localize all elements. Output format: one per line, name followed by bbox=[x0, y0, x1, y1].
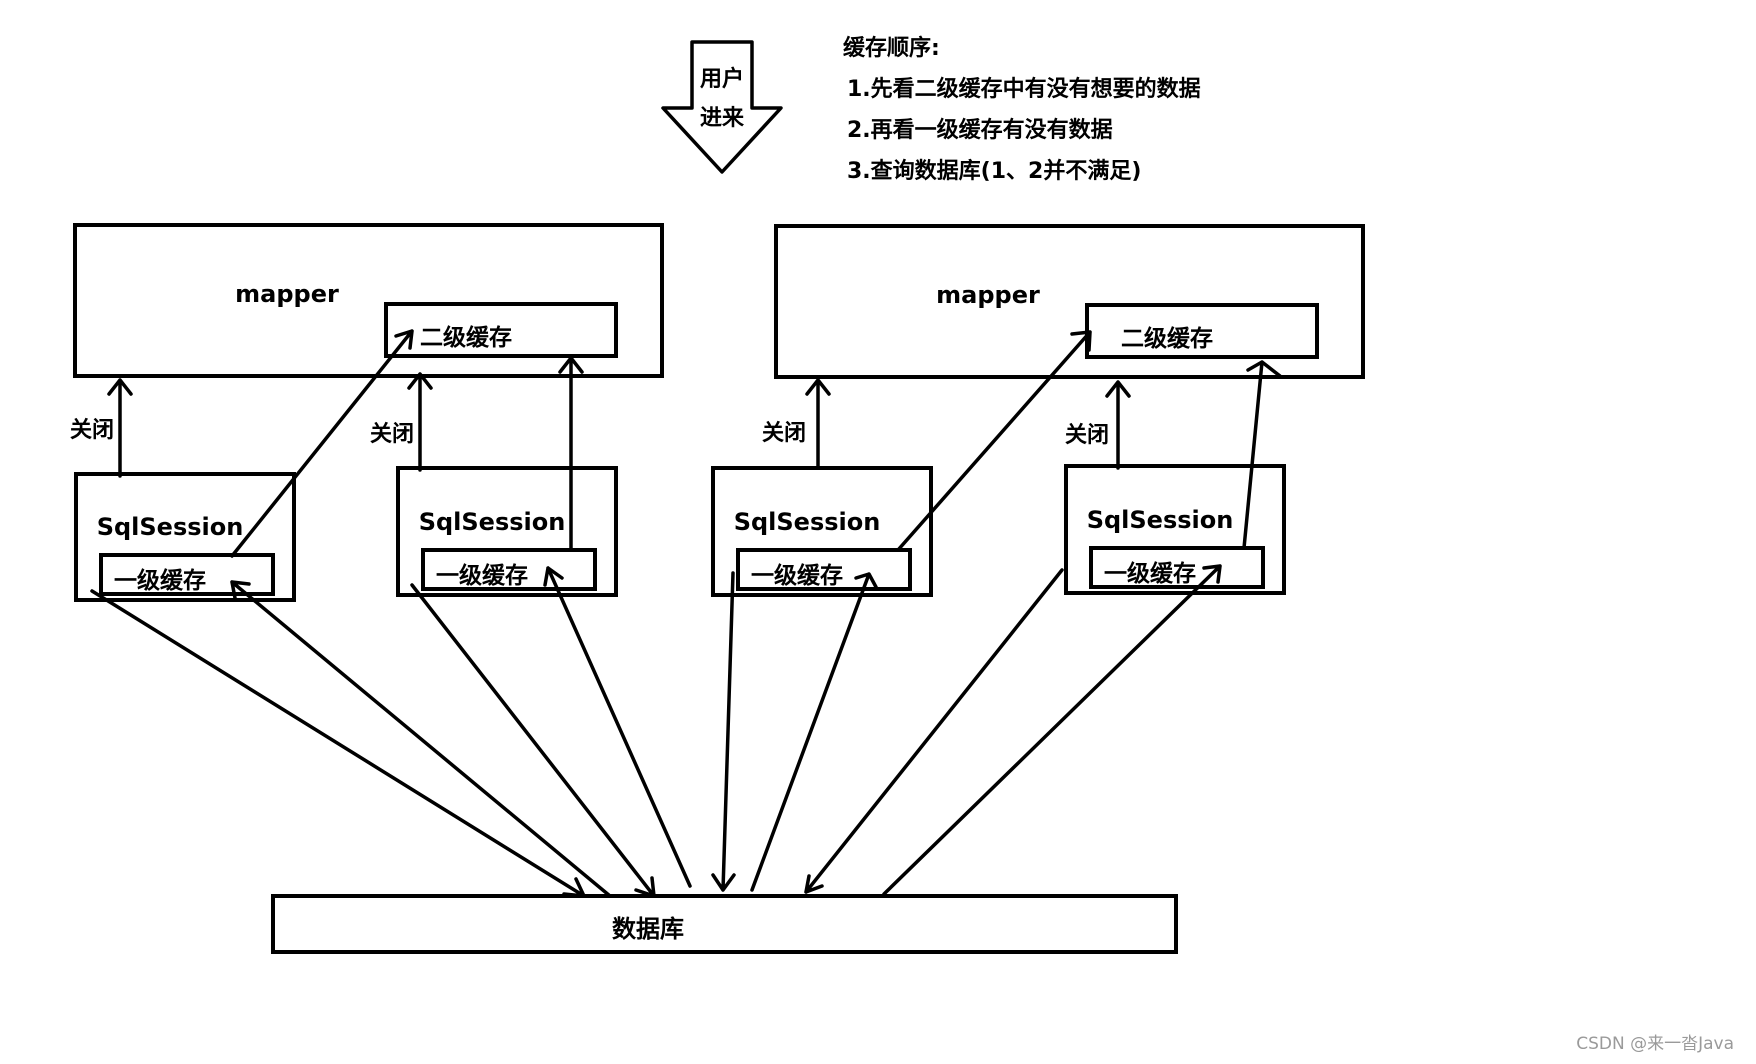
sqlsession-box-2: SqlSession 一级缓存 bbox=[396, 466, 618, 597]
second-level-cache-box-1 bbox=[384, 302, 618, 358]
database-arrows bbox=[90, 564, 1222, 898]
first-level-cache-box-2 bbox=[421, 548, 597, 591]
promote-arrow-1 bbox=[230, 329, 414, 558]
first-level-cache-label-4: 一级缓存 bbox=[1104, 560, 1196, 587]
sqlsession-box-1: SqlSession 一级缓存 bbox=[74, 472, 296, 602]
second-level-cache-label-1: 二级缓存 bbox=[420, 324, 512, 351]
cache-promotion-arrows bbox=[230, 329, 1282, 558]
mapper-box-1-frame bbox=[73, 223, 664, 378]
first-level-cache-label-3: 一级缓存 bbox=[751, 562, 843, 589]
sqlsession-box-4-frame bbox=[1064, 464, 1286, 595]
promote-arrow-3 bbox=[896, 330, 1092, 552]
mapper-box-1: mapper 二级缓存 bbox=[73, 223, 664, 378]
sqlsession-box-3: SqlSession 一级缓存 bbox=[711, 466, 933, 597]
first-level-cache-label-1: 一级缓存 bbox=[114, 567, 206, 594]
close-arrow-1 bbox=[107, 378, 133, 478]
result-arrow-1 bbox=[230, 580, 612, 898]
mapper-label-1: mapper bbox=[235, 280, 339, 308]
sqlsession-label-1: SqlSession bbox=[97, 513, 244, 541]
cache-order-notes: 缓存顺序: 1.先看二级缓存中有没有想要的数据 2.再看一级缓存有没有数据 3.… bbox=[843, 28, 1363, 192]
sqlsession-label-4: SqlSession bbox=[1087, 506, 1234, 534]
result-arrow-3 bbox=[750, 572, 878, 892]
first-level-cache-label-2: 一级缓存 bbox=[436, 562, 528, 589]
cache-order-step-2: 2.再看一级缓存有没有数据 bbox=[847, 118, 1113, 143]
close-label-2: 关闭 bbox=[370, 422, 414, 447]
result-arrow-4 bbox=[882, 564, 1222, 896]
promote-arrow-4 bbox=[1242, 360, 1282, 550]
sqlsession-label-2: SqlSession bbox=[419, 508, 566, 536]
database-box: 数据库 bbox=[271, 894, 1178, 954]
database-label: 数据库 bbox=[612, 915, 684, 943]
first-level-cache-box-3 bbox=[736, 548, 912, 591]
user-entry-label-line1: 用户 bbox=[700, 66, 744, 92]
user-entry-label-line2: 进来 bbox=[700, 106, 745, 131]
mapper-label-2: mapper bbox=[936, 281, 1040, 309]
query-arrow-3 bbox=[711, 571, 736, 892]
mapper-box-2-frame bbox=[774, 224, 1365, 379]
sqlsession-box-4: SqlSession 一级缓存 bbox=[1064, 464, 1286, 595]
close-arrow-4 bbox=[1105, 380, 1131, 470]
sqlsession-label-3: SqlSession bbox=[734, 508, 881, 536]
database-box-frame bbox=[271, 894, 1178, 954]
close-label-3: 关闭 bbox=[762, 421, 806, 446]
close-label-1: 关闭 bbox=[70, 418, 114, 443]
close-arrows: 关闭 关闭 关闭 关闭 bbox=[70, 372, 1131, 478]
first-level-cache-box-4 bbox=[1089, 546, 1265, 589]
query-arrow-4 bbox=[804, 568, 1064, 894]
promote-arrow-2 bbox=[558, 356, 584, 552]
result-arrow-2 bbox=[543, 566, 692, 888]
cache-order-step-3: 3.查询数据库(1、2并不满足) bbox=[847, 159, 1142, 184]
query-arrow-1 bbox=[90, 589, 586, 898]
cache-order-step-1: 1.先看二级缓存中有没有想要的数据 bbox=[847, 77, 1201, 102]
sqlsession-box-1-frame bbox=[74, 472, 296, 602]
user-entry-arrow-shape bbox=[661, 40, 783, 174]
query-arrow-2 bbox=[410, 583, 656, 898]
close-arrow-3 bbox=[805, 378, 831, 470]
second-level-cache-label-2: 二级缓存 bbox=[1121, 325, 1213, 352]
close-arrow-2 bbox=[407, 372, 433, 472]
close-label-4: 关闭 bbox=[1065, 423, 1109, 448]
sqlsession-box-2-frame bbox=[396, 466, 618, 597]
user-entry-arrow: 用户 进来 bbox=[661, 40, 783, 174]
cache-order-title: 缓存顺序: bbox=[843, 36, 940, 61]
watermark: CSDN @来一沓Java bbox=[1576, 1034, 1734, 1054]
first-level-cache-box-1 bbox=[99, 553, 275, 596]
sqlsession-box-3-frame bbox=[711, 466, 933, 597]
